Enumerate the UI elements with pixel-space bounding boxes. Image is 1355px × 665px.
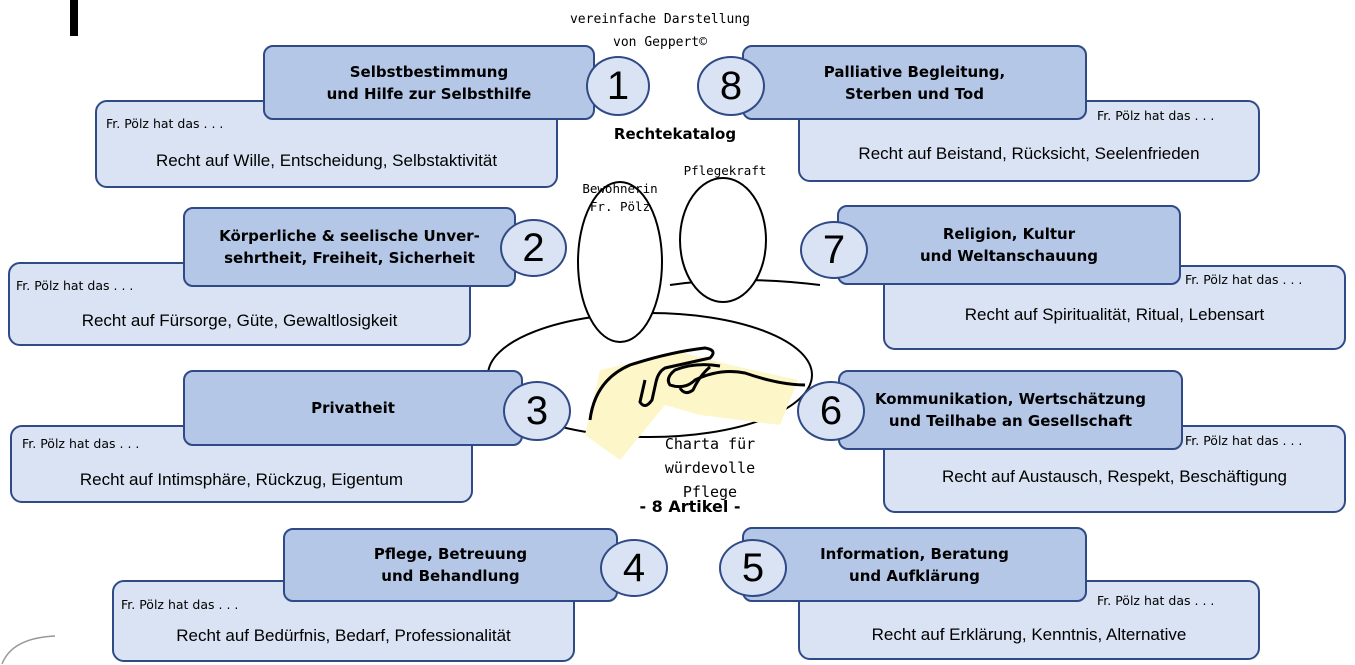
article-1-number: 1 [586, 56, 650, 116]
article-8-number: 8 [697, 56, 765, 116]
article-1-rights: Recht auf Wille, Entscheidung, Selbstakt… [155, 151, 498, 170]
article-6-rights: Recht auf Austausch, Respekt, Beschäftig… [942, 467, 1287, 486]
corner-arc [1, 635, 56, 665]
article-7-rights: Recht auf Spiritualität, Ritual, Lebensa… [964, 305, 1265, 324]
article-8-intro: Fr. Pölz hat das . . . [1097, 108, 1215, 123]
article-1-title: Selbstbestimmung und Hilfe zur Selbsthil… [263, 45, 595, 120]
article-6-number: 6 [797, 381, 865, 441]
resident-head [577, 181, 663, 343]
article-1-intro: Fr. Pölz hat das . . . [106, 116, 224, 131]
articles-count: - 8 Artikel - [639, 497, 741, 516]
article-5-number: 5 [719, 539, 787, 597]
article-4-title: Pflege, Betreuung und Behandlung [283, 528, 618, 602]
article-4-rights: Recht auf Bedürfnis, Bedarf, Professiona… [176, 626, 511, 645]
article-3-number: 3 [503, 381, 571, 441]
author-note: vereinfache Darstellung von Geppert© [569, 12, 750, 50]
charter-title: Charta für würdevolle Pflege [664, 435, 756, 501]
article-5-intro: Fr. Pölz hat das . . . [1097, 593, 1215, 608]
article-2-title: Körperliche & seelische Unver- sehrtheit… [183, 207, 516, 287]
article-7-intro: Fr. Pölz hat das . . . [1185, 272, 1303, 287]
caregiver-hand [666, 363, 806, 395]
article-3-intro: Fr. Pölz hat das . . . [22, 436, 140, 451]
article-3-rights: Recht auf Intimsphäre, Rückzug, Eigentum [79, 470, 404, 489]
caregiver-head [679, 177, 767, 303]
article-8-title: Palliative Begleitung, Sterben und Tod [742, 45, 1087, 120]
article-2-rights: Recht auf Fürsorge, Güte, Gewaltlosigkei… [81, 311, 398, 330]
article-6-title: Kommunikation, Wertschätzung und Teilhab… [838, 370, 1183, 450]
article-3-title: Privatheit [183, 370, 523, 446]
resident-hand [588, 346, 715, 421]
article-5-rights: Recht auf Erklärung, Kenntnis, Alternati… [871, 625, 1187, 644]
article-6-intro: Fr. Pölz hat das . . . [1185, 433, 1303, 448]
catalog-title: Rechtekatalog [613, 125, 737, 143]
article-8-rights: Recht auf Beistand, Rücksicht, Seelenfri… [858, 144, 1200, 163]
article-2-intro: Fr. Pölz hat das . . . [16, 278, 134, 293]
hands-highlight [585, 352, 798, 460]
caregiver-label: Pflegekraft [683, 163, 767, 178]
article-2-number: 2 [500, 219, 567, 277]
article-7-title: Religion, Kultur und Weltanschauung [837, 205, 1181, 285]
article-4-intro: Fr. Pölz hat das . . . [121, 597, 239, 612]
article-7-number: 7 [800, 221, 868, 279]
resident-label: Bewohnerin Fr. Pölz [582, 181, 658, 214]
article-4-number: 4 [600, 539, 668, 597]
corner-mark [70, 0, 78, 36]
article-5-title: Information, Beratung und Aufklärung [742, 527, 1087, 602]
